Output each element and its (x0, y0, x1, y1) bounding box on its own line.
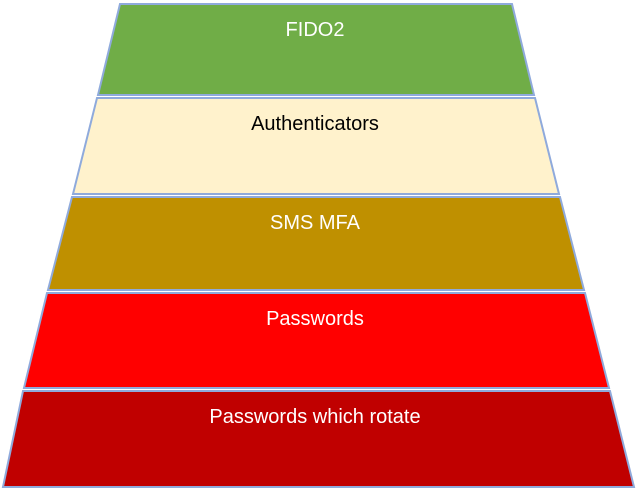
tier-authenticators-label: Authenticators (251, 113, 379, 135)
tier-passwords-shape (22, 292, 611, 389)
tier-authenticators-shape (71, 97, 561, 195)
tier-fido2-shape (96, 3, 536, 96)
tier-authenticators: Authenticators (71, 97, 561, 195)
tier-fido2-label: FIDO2 (286, 19, 345, 41)
tier-passwords-label: Passwords (266, 308, 364, 330)
tier-sms-mfa-label: SMS MFA (270, 212, 361, 234)
tier-sms-mfa: SMS MFA (46, 196, 586, 291)
tier-fido2: FIDO2 (96, 3, 536, 96)
tier-passwords-which-rotate: Passwords which rotate (1, 390, 636, 488)
tier-passwords-which-rotate-shape (1, 390, 636, 488)
tier-passwords-which-rotate-label: Passwords which rotate (209, 406, 420, 428)
tier-sms-mfa-shape (46, 196, 586, 291)
tier-passwords: Passwords (22, 292, 611, 389)
